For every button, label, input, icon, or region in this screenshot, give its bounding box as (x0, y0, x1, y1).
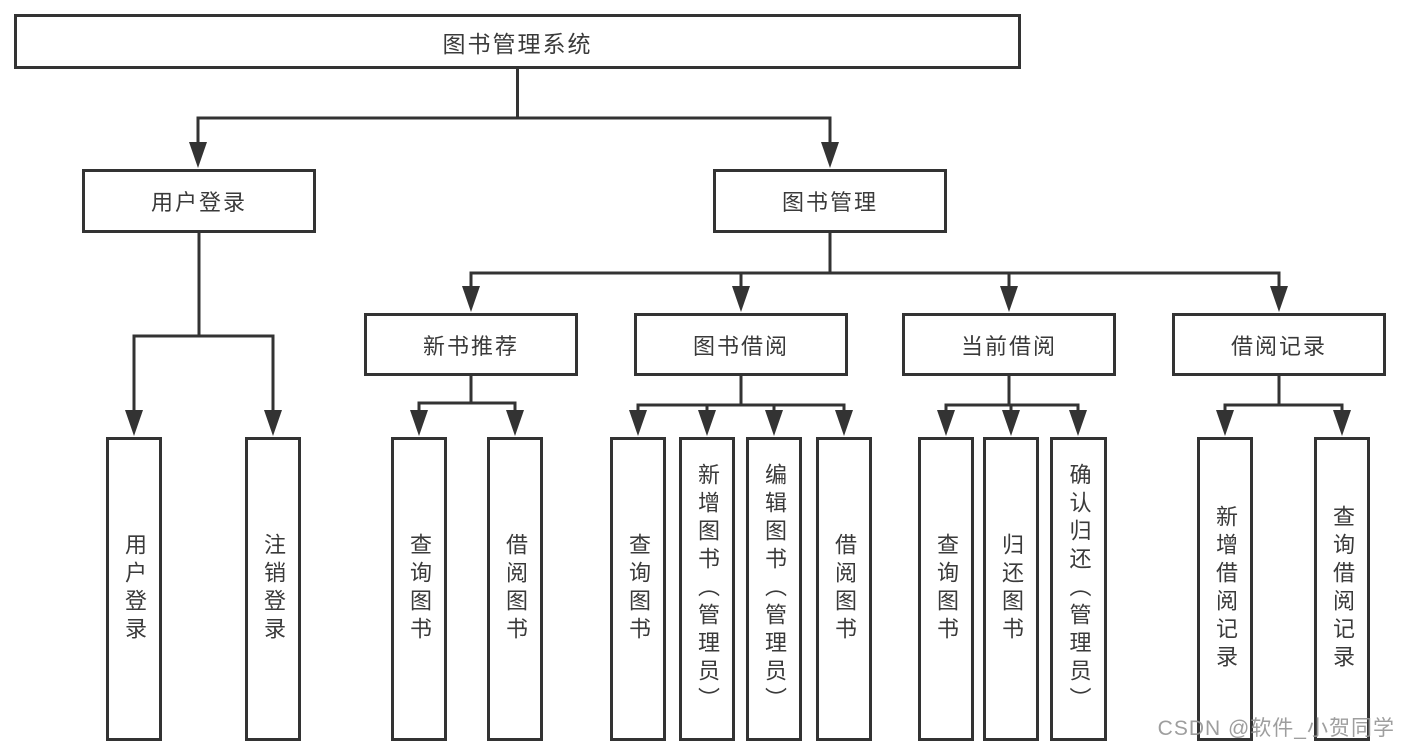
leaf-records-add-record: 新增借阅记录 (1197, 437, 1253, 741)
node-book-management-label: 图书管理 (781, 190, 878, 215)
leaf-borrow-query-books: 查询图书 (610, 437, 666, 741)
leaf-records-query-record-label: 查询借阅记录 (1330, 505, 1355, 673)
leaf-user-login: 用户登录 (106, 437, 162, 741)
leaf-newbook-borrow-books: 借阅图书 (487, 437, 543, 741)
node-current-borrow-label: 当前借阅 (960, 333, 1057, 359)
node-borrow-records-label: 借阅记录 (1230, 333, 1327, 359)
leaf-current-return-books-label: 归还图书 (999, 533, 1024, 645)
leaf-current-query-books: 查询图书 (918, 437, 974, 741)
node-new-book-recommend-label: 新书推荐 (422, 333, 519, 359)
leaf-borrow-edit-books-admin-label: 编辑图书（管理员） (762, 463, 787, 715)
node-root-system: 图书管理系统 (14, 14, 1021, 69)
leaf-current-confirm-return-admin: 确认归还（管理员） (1050, 437, 1107, 741)
node-borrow-records: 借阅记录 (1172, 313, 1386, 376)
node-book-borrow-label: 图书借阅 (692, 333, 789, 359)
node-current-borrow: 当前借阅 (902, 313, 1116, 376)
arrowheads (125, 142, 1351, 436)
leaf-user-login-label: 用户登录 (122, 533, 147, 645)
csdn-watermark: CSDN @软件_小贺同学 (1157, 717, 1395, 740)
leaf-borrow-add-books-admin: 新增图书（管理员） (679, 437, 735, 741)
leaf-newbook-query-books: 查询图书 (391, 437, 447, 741)
node-user-login: 用户登录 (82, 169, 316, 233)
node-new-book-recommend: 新书推荐 (364, 313, 578, 376)
node-book-management: 图书管理 (713, 169, 947, 233)
leaf-borrow-borrow-books-label: 借阅图书 (832, 533, 857, 645)
leaf-newbook-query-books-label: 查询图书 (407, 533, 432, 645)
leaf-borrow-borrow-books: 借阅图书 (816, 437, 872, 741)
leaf-records-query-record: 查询借阅记录 (1314, 437, 1370, 741)
leaf-logout-label: 注销登录 (261, 533, 286, 645)
leaf-newbook-borrow-books-label: 借阅图书 (503, 533, 528, 645)
leaf-borrow-edit-books-admin: 编辑图书（管理员） (746, 437, 802, 741)
leaf-records-add-record-label: 新增借阅记录 (1213, 505, 1238, 673)
leaf-current-query-books-label: 查询图书 (934, 533, 959, 645)
leaf-logout: 注销登录 (245, 437, 301, 741)
leaf-current-return-books: 归还图书 (983, 437, 1039, 741)
node-book-borrow: 图书借阅 (634, 313, 848, 376)
node-user-login-label: 用户登录 (150, 190, 247, 215)
node-root-label: 图书管理系统 (442, 30, 593, 57)
leaf-borrow-add-books-admin-label: 新增图书（管理员） (695, 463, 720, 715)
leaf-current-confirm-return-admin-label: 确认归还（管理员） (1066, 463, 1092, 715)
leaf-borrow-query-books-label: 查询图书 (626, 533, 651, 645)
